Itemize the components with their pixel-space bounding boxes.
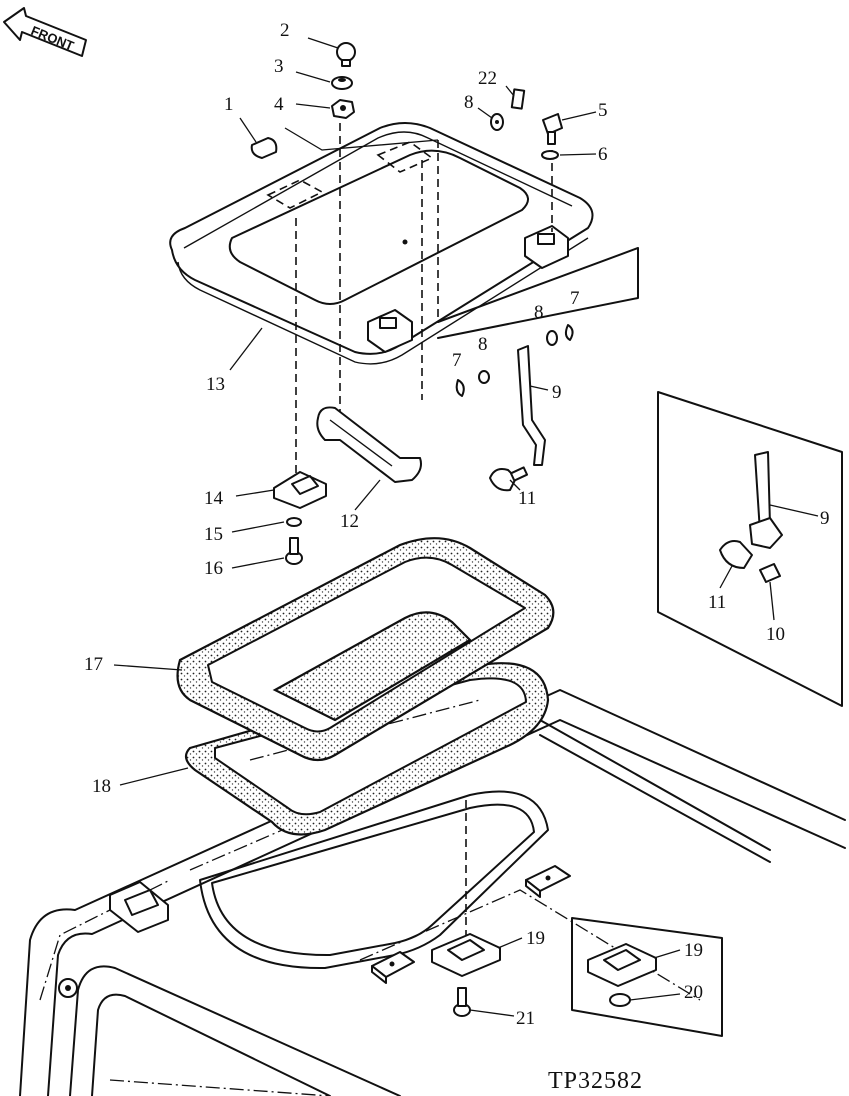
part-5-bolt xyxy=(542,113,563,145)
figure-id: TP32582 xyxy=(548,1068,643,1094)
part-8-washer-top xyxy=(490,113,504,131)
callout-9-detail: 9 xyxy=(820,508,830,529)
detail-inset-clamp xyxy=(571,917,723,1037)
part-1-plug xyxy=(250,137,278,159)
callout-19: 19 xyxy=(526,928,545,949)
part-11-knob xyxy=(489,466,529,492)
callout-2: 2 xyxy=(280,20,290,41)
callout-15: 15 xyxy=(204,524,223,545)
seal-18 xyxy=(184,662,550,836)
roof-block-right xyxy=(525,865,571,898)
callout-11-detail: 11 xyxy=(708,592,726,613)
part-14-bracket xyxy=(273,471,327,509)
part-4-nut xyxy=(331,99,355,119)
callout-18: 18 xyxy=(92,776,111,797)
callout-9: 9 xyxy=(552,382,562,403)
callout-14: 14 xyxy=(204,488,224,509)
callout-11: 11 xyxy=(518,488,536,509)
seal-17 xyxy=(176,537,555,762)
part-9-rod xyxy=(517,345,546,466)
part-8-washer-left xyxy=(478,370,490,384)
part-6-washer xyxy=(541,150,559,160)
callout-1: 1 xyxy=(224,94,234,115)
part-16-screw xyxy=(285,537,303,565)
part-15-washer xyxy=(286,517,302,527)
callout-8-top: 8 xyxy=(464,92,474,113)
callout-16: 16 xyxy=(204,558,223,579)
roof-hinge-bracket xyxy=(109,881,169,933)
part-19-clamp xyxy=(431,933,501,977)
callout-6: 6 xyxy=(598,144,608,165)
callouts: 1 2 3 4 5 6 22 8 8 7 8 7 9 11 13 12 14 1… xyxy=(84,20,830,1094)
callout-20-detail: 20 xyxy=(684,982,703,1003)
hinge-front xyxy=(367,309,413,353)
part-3-washer xyxy=(331,76,353,90)
front-arrow-icon: FRONT xyxy=(3,7,87,57)
part-12-handle xyxy=(316,406,422,483)
hinge-rod-region xyxy=(284,127,639,400)
window-frame-13 xyxy=(169,122,594,365)
callout-12: 12 xyxy=(340,511,359,532)
detail-inset-knob xyxy=(657,391,843,707)
callout-17: 17 xyxy=(84,654,103,675)
callout-4: 4 xyxy=(274,94,284,115)
hinge-rear xyxy=(524,225,569,269)
part-8-washer-right xyxy=(546,330,558,346)
callout-13: 13 xyxy=(206,374,225,395)
callout-7-right: 7 xyxy=(570,288,580,309)
roof-block-left xyxy=(371,951,415,984)
leader-lines xyxy=(113,37,819,1017)
callout-22: 22 xyxy=(478,68,497,89)
callout-5: 5 xyxy=(598,100,608,121)
part-2-knob xyxy=(336,42,356,67)
callout-19-detail: 19 xyxy=(684,940,703,961)
callout-8-left: 8 xyxy=(478,334,488,355)
callout-3: 3 xyxy=(274,56,284,77)
callout-21: 21 xyxy=(516,1008,535,1029)
roof-opening xyxy=(199,790,549,970)
callout-10-detail: 10 xyxy=(766,624,785,645)
callout-7-left: 7 xyxy=(452,350,462,371)
part-22-pin xyxy=(510,88,526,110)
part-7-washer-left xyxy=(455,379,465,397)
part-7-washer-right xyxy=(564,324,574,341)
part-21-screw xyxy=(453,987,471,1017)
callout-8-right: 8 xyxy=(534,302,544,323)
